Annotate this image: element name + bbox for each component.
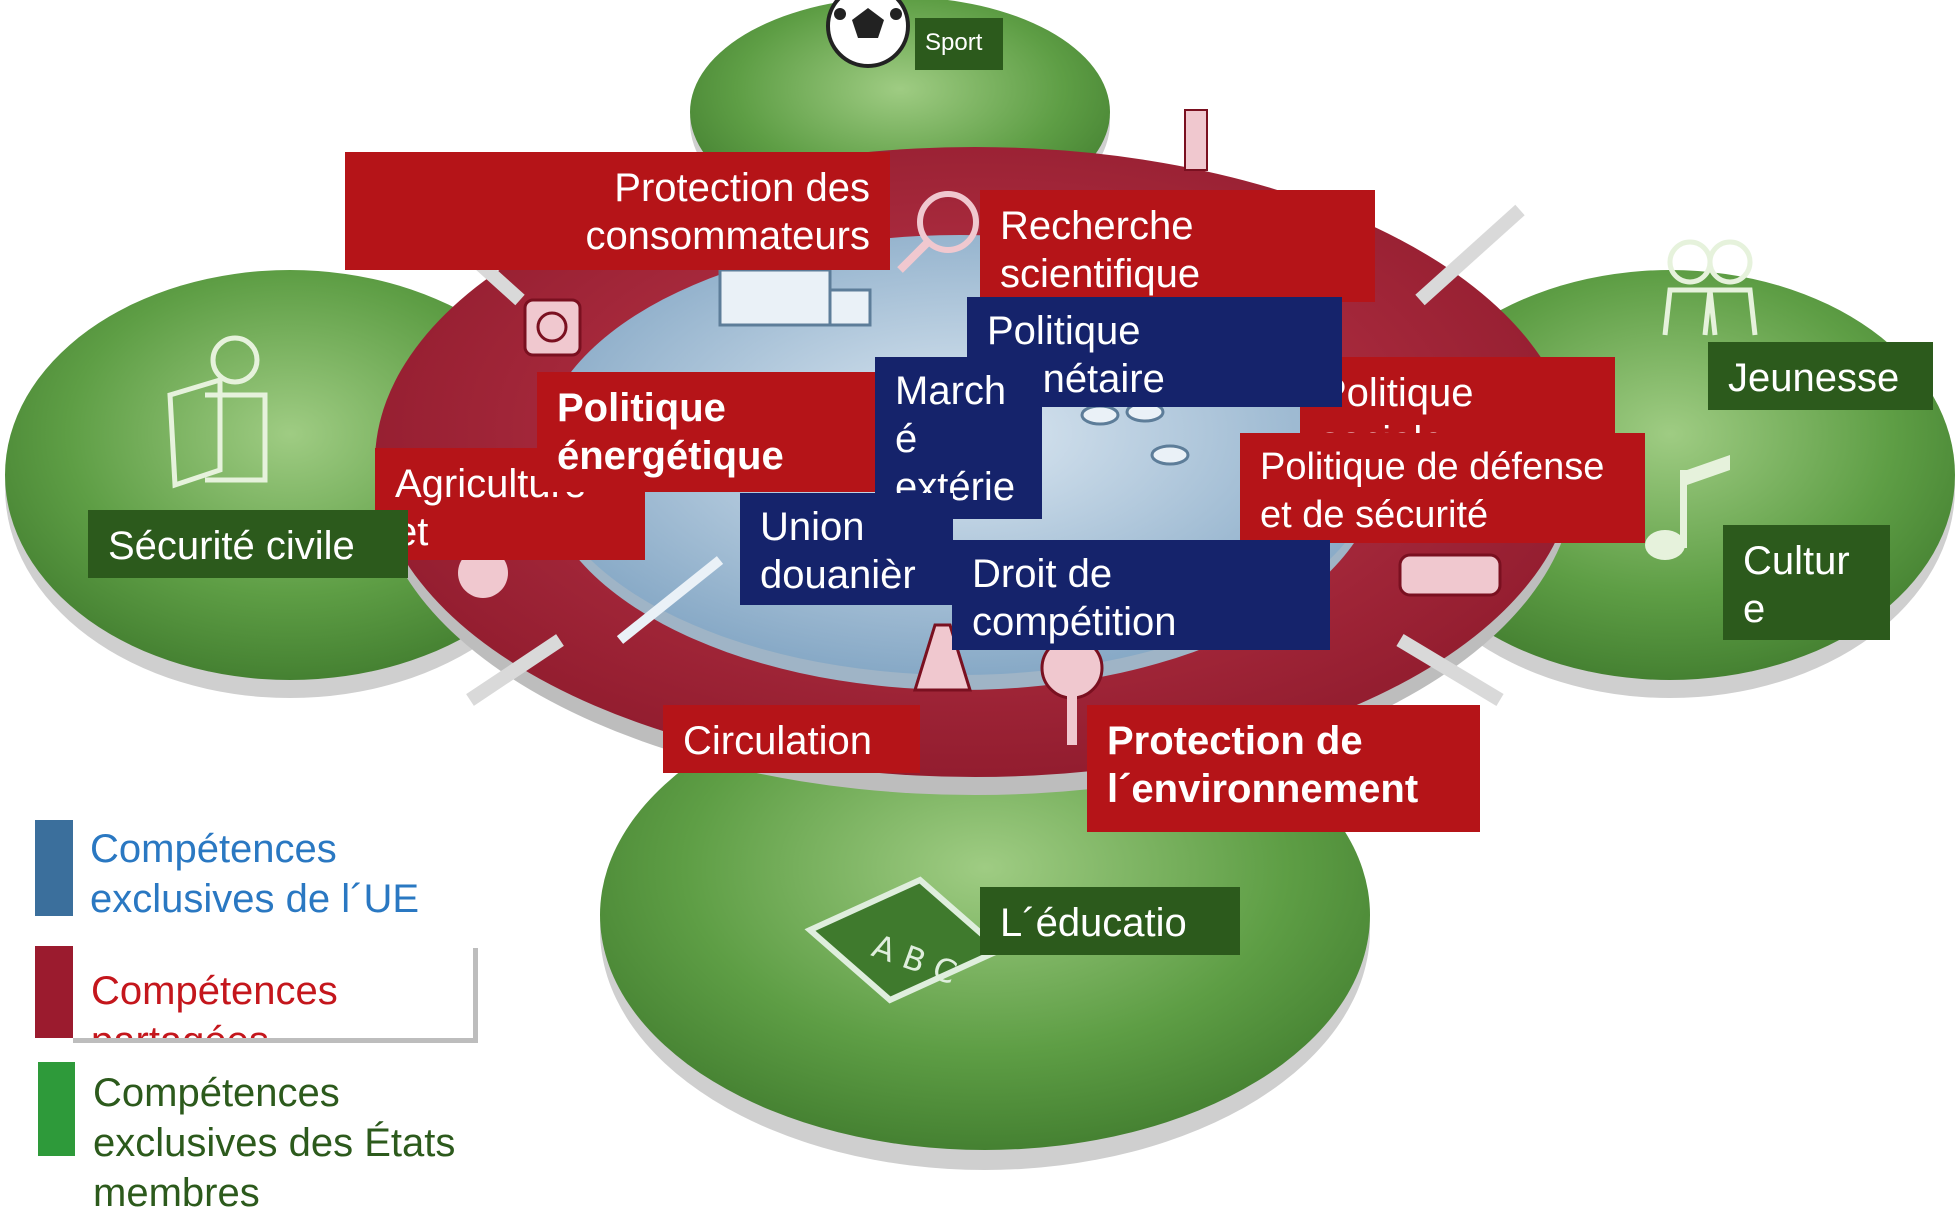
label-marche-exterieur: March é extérie ur	[875, 357, 1042, 519]
label-culture: Cultur e	[1723, 525, 1890, 640]
legend-label-shared: Compétences partagées	[91, 969, 338, 1043]
label-recherche-scientifique: Recherche scientifique	[980, 190, 1375, 302]
soccer-ball-icon	[826, 0, 910, 68]
cow-icon	[458, 548, 508, 598]
truck-icon	[718, 268, 872, 327]
label-protection-environnement: Protection de l´environnement	[1087, 705, 1480, 832]
legend-swatch-shared	[35, 946, 73, 1038]
legend-swatch-eu	[35, 820, 73, 916]
sport-tag: Sport	[915, 18, 1003, 70]
label-protection-consommateurs: Protection des consommateurs	[345, 152, 890, 270]
label-securite-civile: Sécurité civile	[88, 510, 408, 578]
barrier-icon	[616, 556, 724, 644]
legend-label-eu: Compétences exclusives de l´UE	[90, 827, 420, 921]
label-politique-sociale: Politique sociale	[1300, 357, 1615, 437]
label-union-douaniere: Union douanièr e	[740, 493, 953, 605]
label-politique-energetique: Politique énergétique	[537, 372, 877, 492]
label-education: L´éducatio n	[980, 887, 1240, 955]
label-politique-monetaire: Politique monétaire	[967, 297, 1342, 407]
legend-label-states: Compétences exclusives des États membres	[93, 1071, 456, 1212]
label-politique-defense: Politique de défense et de sécurité	[1240, 433, 1645, 543]
music-note-icon	[1645, 455, 1730, 560]
legend-swatch-states	[38, 1062, 75, 1156]
label-jeunesse: Jeunesse	[1708, 342, 1933, 410]
flask-icon	[1184, 109, 1208, 171]
label-droit-competition: Droit de compétition	[952, 540, 1330, 650]
legend-shared-box: Compétences partagées	[73, 948, 478, 1043]
car-icon	[1398, 553, 1502, 597]
people-icon	[1662, 239, 1758, 336]
label-circulation: Circulation	[663, 705, 920, 773]
coins-icon	[1080, 401, 1190, 466]
energy-socket-icon	[523, 298, 582, 357]
shield-person-icon	[167, 335, 268, 489]
traffic-cone-icon	[912, 623, 973, 692]
magnifier-icon	[897, 191, 979, 273]
